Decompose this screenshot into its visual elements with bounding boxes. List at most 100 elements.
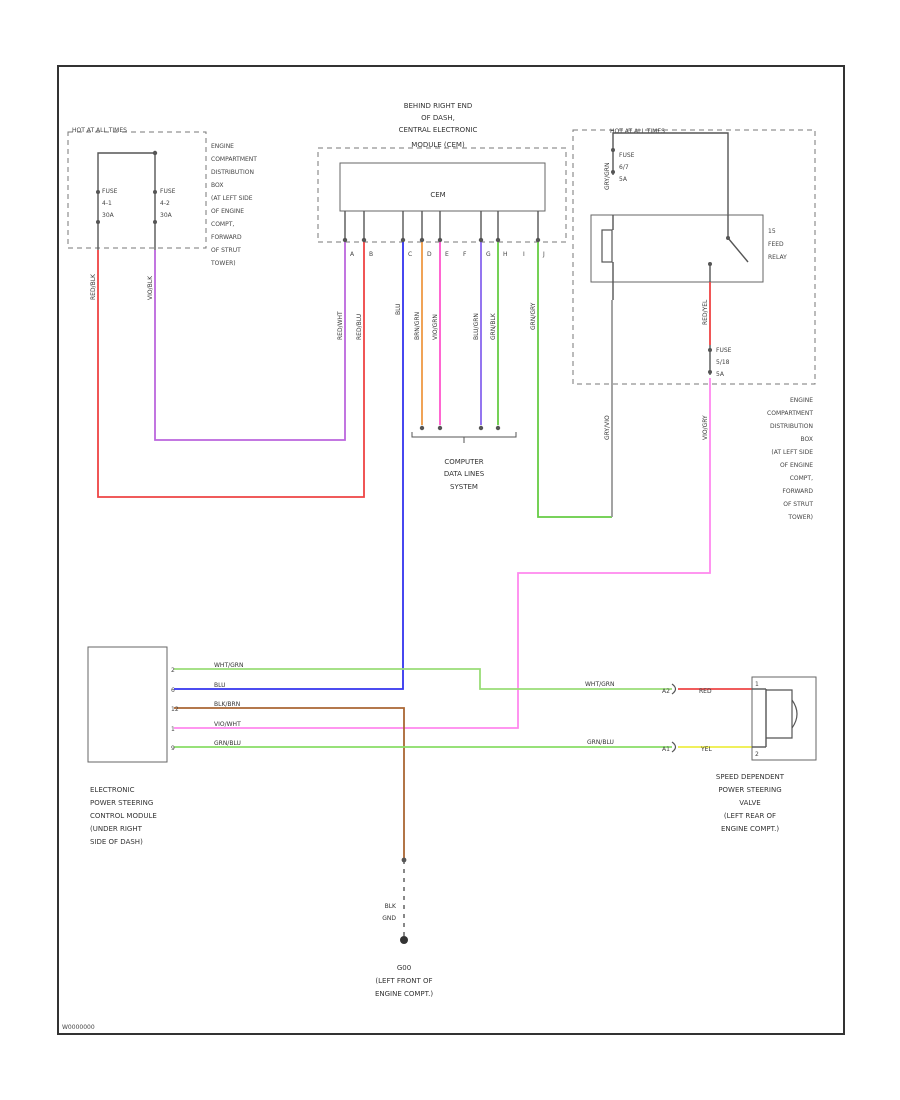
hot-left-label: HOT AT ALL TIMES [72,127,127,134]
ecd-right-label: ENGINE COMPARTMENT DISTRIBUTION BOX (AT … [767,397,813,521]
svg-text:GRN/GRY: GRN/GRY [530,302,537,330]
svg-text:GRN/BLK: GRN/BLK [490,312,497,340]
svg-text:COMPT,: COMPT, [790,475,813,482]
svg-text:BOX: BOX [801,436,813,443]
wire-blue [174,240,404,690]
svg-text:RED/WHT: RED/WHT [337,311,344,340]
wires [97,240,752,940]
svg-text:FUSE: FUSE [102,188,118,195]
svg-text:SPEED DEPENDENT: SPEED DEPENDENT [716,773,785,781]
relay-switch-contact [727,237,749,263]
hot-right-label: HOT AT ALL TIMES [610,128,665,135]
svg-text:G: G [486,251,491,258]
svg-text:COMPUTER: COMPUTER [444,458,483,466]
speed-valve-box [751,676,817,761]
svg-text:2: 2 [171,667,175,674]
svg-text:BLU/GRN: BLU/GRN [473,313,480,340]
svg-text:RELAY: RELAY [768,254,787,261]
svg-text:FEED: FEED [768,241,784,248]
svg-text:2: 2 [755,751,759,758]
svg-text:RED/YEL: RED/YEL [702,299,709,325]
wire-green-gray [537,240,612,518]
svg-text:(AT LEFT SIDE: (AT LEFT SIDE [771,449,813,456]
footer-code: W0000000 [62,1024,95,1031]
svg-text:BLU: BLU [214,682,226,689]
relay-label: 15 FEED RELAY [768,228,787,261]
svg-text:5A: 5A [619,176,628,183]
svg-text:OF ENGINE: OF ENGINE [780,462,813,469]
ground-wire-label: BLK GND [382,903,397,922]
svg-text:H: H [503,251,508,258]
svg-text:A1: A1 [662,746,670,753]
svg-text:(LEFT FRONT OF: (LEFT FRONT OF [375,977,432,985]
valve-coil [766,689,793,739]
fuse-a: FUSE 4-1 30A [96,188,118,250]
svg-text:5/18: 5/18 [716,359,730,366]
svg-text:RED/BLK: RED/BLK [90,273,97,300]
busbar-left [97,152,156,190]
fuse-b: FUSE 4-2 30A [153,188,176,250]
svg-text:BLU: BLU [395,303,402,315]
ecd-left-label: ENGINE COMPARTMENT DISTRIBUTION BOX (AT … [210,143,257,267]
svg-text:GRY/GRN: GRY/GRN [604,163,611,190]
ecd-right-box [572,129,816,385]
svg-text:1: 1 [171,726,175,733]
relay-coil [601,229,613,263]
busbar-node [152,150,158,156]
svg-text:OF ENGINE: OF ENGINE [211,208,244,215]
svg-text:OF STRUT: OF STRUT [783,501,813,508]
cem-label: CEM [430,191,445,199]
wire-violet-b [154,240,346,441]
svg-text:4-1: 4-1 [102,200,112,207]
svg-text:FORWARD: FORWARD [211,234,242,241]
svg-text:CONTROL MODULE: CONTROL MODULE [90,812,157,820]
svg-text:TOWER): TOWER) [787,514,813,521]
svg-text:WHT/GRN: WHT/GRN [214,662,243,669]
valve-pins: 1 2 [755,681,759,758]
svg-text:A2: A2 [662,688,670,695]
svg-text:D: D [427,251,432,258]
module-wire-labels: WHT/GRN BLU BLK/BRN VIO/WHT GRN/BLU [214,662,243,747]
svg-text:C: C [408,251,412,258]
svg-text:9: 9 [171,745,175,752]
svg-text:COMPARTMENT: COMPARTMENT [767,410,813,417]
svg-text:4-2: 4-2 [160,200,170,207]
svg-text:DISTRIBUTION: DISTRIBUTION [770,423,813,430]
svg-text:POWER STEERING: POWER STEERING [718,786,781,794]
svg-text:A: A [350,251,355,258]
svg-text:GRN/BLU: GRN/BLU [214,740,241,747]
svg-text:RED: RED [699,688,712,695]
svg-text:COMPARTMENT: COMPARTMENT [211,156,257,163]
svg-text:E: E [445,251,449,258]
module-pins: 2 6 12 1 9 [171,667,179,752]
busbar-right [612,132,729,215]
svg-text:TOWER): TOWER) [210,260,236,267]
svg-text:GRY/VIO: GRY/VIO [604,415,611,440]
svg-text:F: F [463,251,467,258]
cem-title: BEHIND RIGHT END OF DASH, CENTRAL ELECTR… [399,102,478,149]
svg-text:CENTRAL ELECTRONIC: CENTRAL ELECTRONIC [399,126,478,134]
svg-text:YEL: YEL [700,746,712,753]
svg-text:OF STRUT: OF STRUT [211,247,241,254]
svg-text:BLK/BRN: BLK/BRN [214,701,240,708]
ecd-left-box [67,131,207,249]
svg-text:SIDE OF DASH): SIDE OF DASH) [90,838,143,846]
svg-text:ENGINE: ENGINE [211,143,234,150]
svg-text:(AT LEFT SIDE: (AT LEFT SIDE [211,195,253,202]
svg-text:30A: 30A [102,212,115,219]
svg-text:G00: G00 [397,964,411,972]
wire-light-green [174,668,672,690]
svg-text:VIO/BLK: VIO/BLK [147,275,154,300]
svg-text:GRN/BLU: GRN/BLU [587,739,614,746]
svg-text:J: J [542,251,545,258]
wire-red-a [97,240,365,498]
svg-text:1: 1 [755,681,759,688]
svg-text:DISTRIBUTION: DISTRIBUTION [211,169,254,176]
cem-module-box [339,162,546,212]
svg-text:BEHIND RIGHT END: BEHIND RIGHT END [404,102,473,110]
power-steering-module [87,646,168,763]
vertical-wire-labels: RED/BLK VIO/BLK RED/WHT RED/BLU BLU BRN/… [90,163,709,440]
svg-text:FORWARD: FORWARD [782,488,813,495]
svg-text:B: B [369,251,373,258]
svg-text:POWER STEERING: POWER STEERING [90,799,153,807]
